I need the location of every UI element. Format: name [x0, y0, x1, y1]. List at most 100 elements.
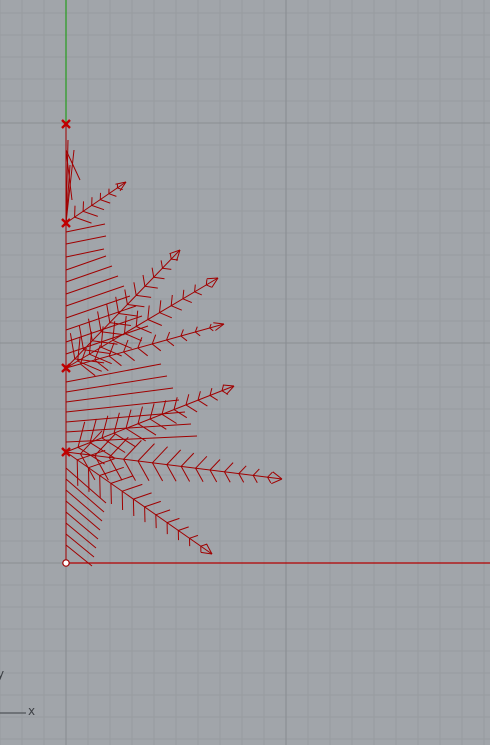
fern-pinna-curve: [76, 459, 79, 486]
origin-point-marker[interactable]: [62, 559, 70, 567]
fern-pinna-curve: [176, 249, 181, 261]
fern-pinna-curve: [137, 443, 155, 462]
fern-pinna-curve: [166, 331, 171, 341]
fern-pinna-curve: [194, 331, 201, 337]
fern-pinna-curve: [110, 475, 134, 484]
fern-pinna-curve: [171, 305, 182, 311]
fern-pinna-curve: [151, 334, 157, 345]
fern-pinna-curve: [65, 500, 101, 531]
fern-pinna-curve: [211, 277, 219, 288]
fern-pinna-curve: [69, 333, 76, 359]
fern-pinna-curve: [195, 467, 204, 482]
fern-pinna-curve: [160, 260, 163, 269]
fern-pinna-curve: [182, 298, 192, 304]
fern-pinna-curve: [144, 285, 158, 289]
control-points[interactable]: [61, 119, 71, 457]
fern-pinna-curve: [162, 267, 172, 270]
fern-pinna-curve: [180, 329, 184, 337]
axis-indicator-x-label: x: [28, 704, 36, 718]
fern-pinna-curve: [185, 394, 190, 406]
fern-pinna-curve: [206, 284, 212, 288]
fern-pinna-curve: [89, 353, 112, 365]
fern-pinna-curve: [65, 265, 113, 283]
fern-pinna-curve: [74, 216, 92, 224]
fern-pinna-curve: [65, 235, 107, 245]
fern-pinna-curve: [65, 522, 97, 549]
fern-pinna-curve: [147, 319, 162, 326]
fern-pinna-curve: [125, 409, 132, 429]
axis-indicator-y-label: y: [0, 667, 5, 681]
fern-pinna-curve: [152, 446, 168, 464]
fern-pinna-curve: [101, 331, 125, 336]
fern-pinna-curve: [65, 423, 192, 433]
fern-pinna-curve: [206, 543, 213, 555]
fern-pinna-curve: [155, 509, 171, 516]
fern-pinna-curve: [82, 210, 98, 217]
fern-pinna-curve: [222, 384, 235, 387]
fern-pinna-curve: [142, 274, 146, 287]
fern-pinna-curve: [123, 440, 142, 460]
control-point-marker[interactable]: [61, 218, 71, 228]
fern-pinna-curve: [194, 291, 202, 296]
fern-pinna-curve: [91, 204, 105, 211]
fern-pinna-curve: [65, 295, 131, 319]
fern-pinna-curve: [133, 282, 137, 296]
fern-pinna-curve: [83, 349, 111, 355]
fern-pinna-curve: [88, 458, 115, 469]
fern-pinna-curve: [194, 284, 196, 292]
fern-pinna-curve: [65, 255, 107, 271]
fern-pinna-curve: [137, 406, 143, 424]
fern-pinna-curve: [110, 483, 112, 505]
fern-pinna-curve: [173, 397, 178, 410]
fern-pinna-curve: [169, 249, 181, 255]
fern-frond-geometry[interactable]: [65, 124, 283, 567]
fern-pinna-curve: [123, 351, 135, 362]
fern-pinna-curve: [238, 465, 247, 474]
fern-pinna-curve: [99, 475, 101, 499]
fern-pinna-curve: [112, 339, 132, 349]
fern-pinna-curve: [94, 433, 116, 456]
control-point-marker[interactable]: [61, 363, 71, 373]
fern-pinna-curve: [101, 415, 109, 439]
fern-pinna-curve: [99, 466, 124, 476]
fern-pinna-curve: [180, 466, 191, 482]
fern-pinna-curve: [189, 534, 199, 539]
fern-pinna-curve: [108, 193, 117, 197]
fern-pinna-curve: [151, 343, 162, 352]
fern-pinna-curve: [161, 400, 167, 415]
fern-pinna-curve: [135, 310, 139, 327]
fern-pinna-curve: [267, 476, 272, 484]
fern-vein-curve: [65, 451, 283, 480]
fern-pinna-curve: [209, 387, 213, 396]
fern-pinna-curve: [80, 363, 96, 377]
fern-pinna-curve: [65, 248, 105, 258]
fern-vein-curve: [65, 249, 181, 369]
fern-pinna-curve: [180, 452, 195, 467]
fern-pinna-curve: [271, 478, 283, 485]
fern-pinna-curve: [124, 315, 127, 334]
fern-pinna-curve: [65, 315, 143, 343]
fern-pinna-curve: [166, 449, 182, 465]
fern-pinna-curve: [65, 478, 105, 513]
control-point-marker[interactable]: [61, 447, 71, 457]
fern-pinna-curve: [224, 462, 234, 473]
fern-pinna-curve: [65, 544, 93, 567]
fern-vein-curve: [65, 451, 213, 555]
fern-pinna-curve: [65, 363, 162, 383]
fern-pinna-curve: [147, 305, 150, 320]
fern-pinna-curve: [195, 455, 208, 469]
fern-pinna-curve: [124, 332, 142, 342]
fern-pinna-curve: [209, 394, 218, 401]
fern-pinna-curve: [221, 384, 224, 391]
fern-pinna-curve: [137, 347, 149, 357]
control-point-marker[interactable]: [61, 119, 71, 129]
fern-pinna-curve: [133, 492, 152, 500]
fern-pinna-curve: [109, 322, 131, 326]
fern-pinna-curve: [205, 279, 208, 285]
fern-pinna-curve: [137, 460, 150, 482]
fern-pinna-curve: [108, 436, 129, 458]
fern-pinna-curve: [213, 322, 225, 325]
fern-pinna-curve: [166, 464, 177, 482]
